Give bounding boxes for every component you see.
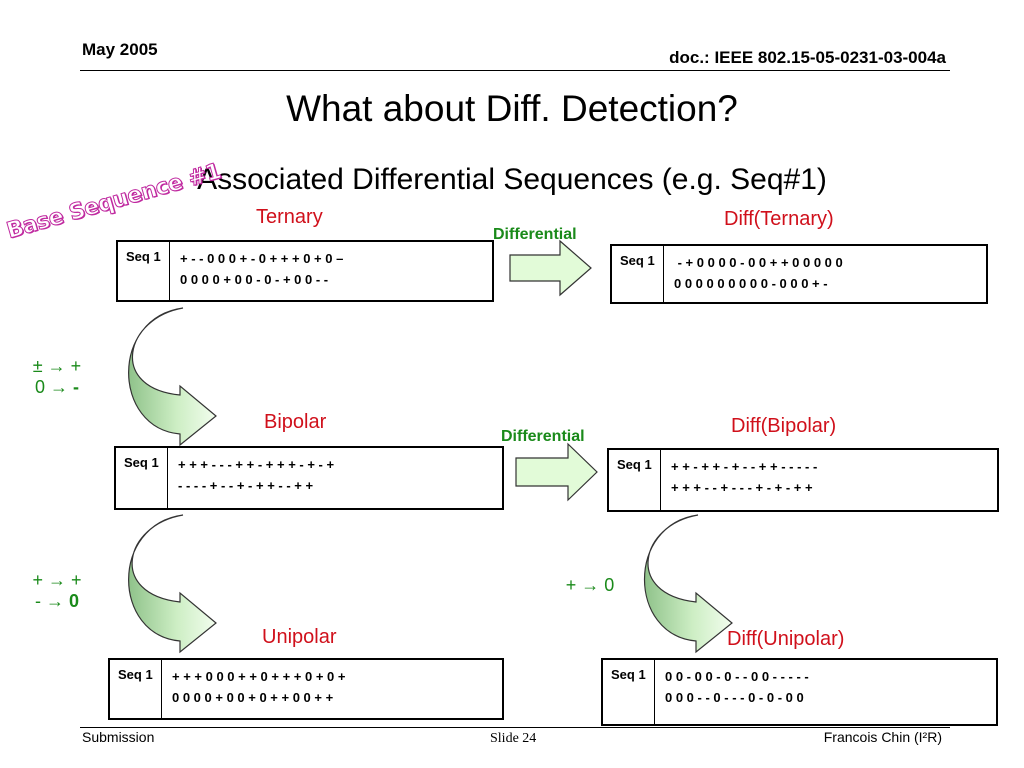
table-diff-unipolar-line1: 0 0 - 0 0 - 0 - - 0 0 - - - - - — [665, 669, 809, 684]
footer-rule — [80, 727, 950, 728]
table-diff-unipolar-values: 0 0 - 0 0 - 0 - - 0 0 - - - - - 0 0 0 - … — [655, 660, 996, 724]
label-unipolar: Unipolar — [262, 626, 337, 648]
curved-arrow-1 — [128, 307, 217, 447]
table-unipolar-line1: + + + 0 0 0 + + 0 + + + 0 + 0 + — [172, 669, 346, 684]
rule-2-line-2-bold: 0 — [68, 591, 79, 611]
table-bipolar-head: Seq 1 — [116, 448, 168, 508]
table-ternary-values: + - - 0 0 0 + - 0 + + + 0 + 0 – 0 0 0 0 … — [170, 242, 492, 300]
footer-submission: Submission — [82, 729, 155, 745]
curved-arrow-3 — [643, 514, 733, 654]
label-differential-1: Differential — [493, 226, 577, 243]
table-diff-bipolar-line1: + + - + + - + - - + + - - - - - — [671, 459, 818, 474]
table-diff-ternary-line2: 0 0 0 0 0 0 0 0 0 - 0 0 0 + - — [674, 276, 828, 291]
table-diff-bipolar-values: + + - + + - + - - + + - - - - - + + + - … — [661, 450, 997, 510]
differential-arrow-2 — [515, 442, 598, 502]
label-differential-2: Differential — [501, 428, 585, 445]
header-doc: doc.: IEEE 802.15-05-0231-03-004a — [669, 48, 946, 67]
label-bipolar: Bipolar — [264, 411, 327, 433]
curved-arrow-2 — [128, 514, 217, 654]
table-diff-ternary: Seq 1 - + 0 0 0 0 - 0 0 + + 0 0 0 0 0 0 … — [610, 244, 988, 304]
rule-1-line-2: 0 → — [34, 377, 73, 397]
table-diff-bipolar-line2: + + + - - + - - - + - + - + + — [671, 480, 813, 495]
table-diff-ternary-values: - + 0 0 0 0 - 0 0 + + 0 0 0 0 0 0 0 0 0 … — [664, 246, 986, 302]
table-bipolar: Seq 1 + + + - - - + + - + + + - + - + - … — [114, 446, 504, 510]
rule-diff-bipolar-to-unipolar: + → 0 — [565, 575, 615, 595]
table-bipolar-line2: - - - - + - - + - + + - - + + — [178, 478, 314, 493]
page-subtitle: Associated Differential Sequences (e.g. … — [197, 163, 827, 196]
table-ternary-line2: 0 0 0 0 + 0 0 - 0 - + 0 0 - - — [180, 272, 329, 287]
table-diff-bipolar-head: Seq 1 — [609, 450, 661, 510]
table-unipolar: Seq 1 + + + 0 0 0 + + 0 + + + 0 + 0 + 0 … — [108, 658, 504, 720]
page-title: What about Diff. Detection? — [286, 88, 738, 129]
table-diff-unipolar-head: Seq 1 — [603, 660, 655, 724]
label-ternary: Ternary — [256, 206, 323, 228]
table-unipolar-head: Seq 1 — [110, 660, 162, 718]
table-ternary-line1: + - - 0 0 0 + - 0 + + + 0 + 0 – — [180, 251, 344, 266]
table-ternary-head: Seq 1 — [118, 242, 170, 300]
rule-2-line-1: + → + — [32, 570, 82, 590]
header-date: May 2005 — [82, 40, 158, 59]
table-unipolar-line2: 0 0 0 0 + 0 0 + 0 + + 0 0 + + — [172, 690, 334, 705]
table-unipolar-values: + + + 0 0 0 + + 0 + + + 0 + 0 + 0 0 0 0 … — [162, 660, 502, 718]
footer-slide-number: Slide 24 — [490, 731, 537, 746]
differential-arrow-1 — [509, 239, 592, 297]
label-diff-unipolar: Diff(Unipolar) — [727, 628, 845, 650]
table-bipolar-values: + + + - - - + + - + + + - + - + - - - - … — [168, 448, 502, 508]
table-diff-unipolar-line2: 0 0 0 - - 0 - - - 0 - 0 - 0 0 — [665, 690, 804, 705]
rule-bipolar-to-unipolar: + → + - → 0 — [22, 570, 92, 612]
header-rule — [80, 70, 950, 71]
rule-ternary-to-bipolar: ± → + 0 → - — [22, 356, 92, 398]
table-diff-unipolar: Seq 1 0 0 - 0 0 - 0 - - 0 0 - - - - - 0 … — [601, 658, 998, 726]
table-diff-bipolar: Seq 1 + + - + + - + - - + + - - - - - + … — [607, 448, 999, 512]
label-diff-bipolar: Diff(Bipolar) — [731, 415, 837, 437]
table-diff-ternary-head: Seq 1 — [612, 246, 664, 302]
rule-1-line-1: ± → + — [32, 356, 82, 376]
table-bipolar-line1: + + + - - - + + - + + + - + - + — [178, 457, 335, 472]
rule-2-line-2: - → — [34, 591, 69, 611]
rule-1-line-2-bold: - — [73, 377, 79, 397]
table-diff-ternary-line1: - + 0 0 0 0 - 0 0 + + 0 0 0 0 0 — [674, 255, 843, 270]
footer-author: Francois Chin (I²R) — [823, 729, 942, 745]
table-ternary: Seq 1 + - - 0 0 0 + - 0 + + + 0 + 0 – 0 … — [116, 240, 494, 302]
label-diff-ternary: Diff(Ternary) — [724, 208, 834, 230]
